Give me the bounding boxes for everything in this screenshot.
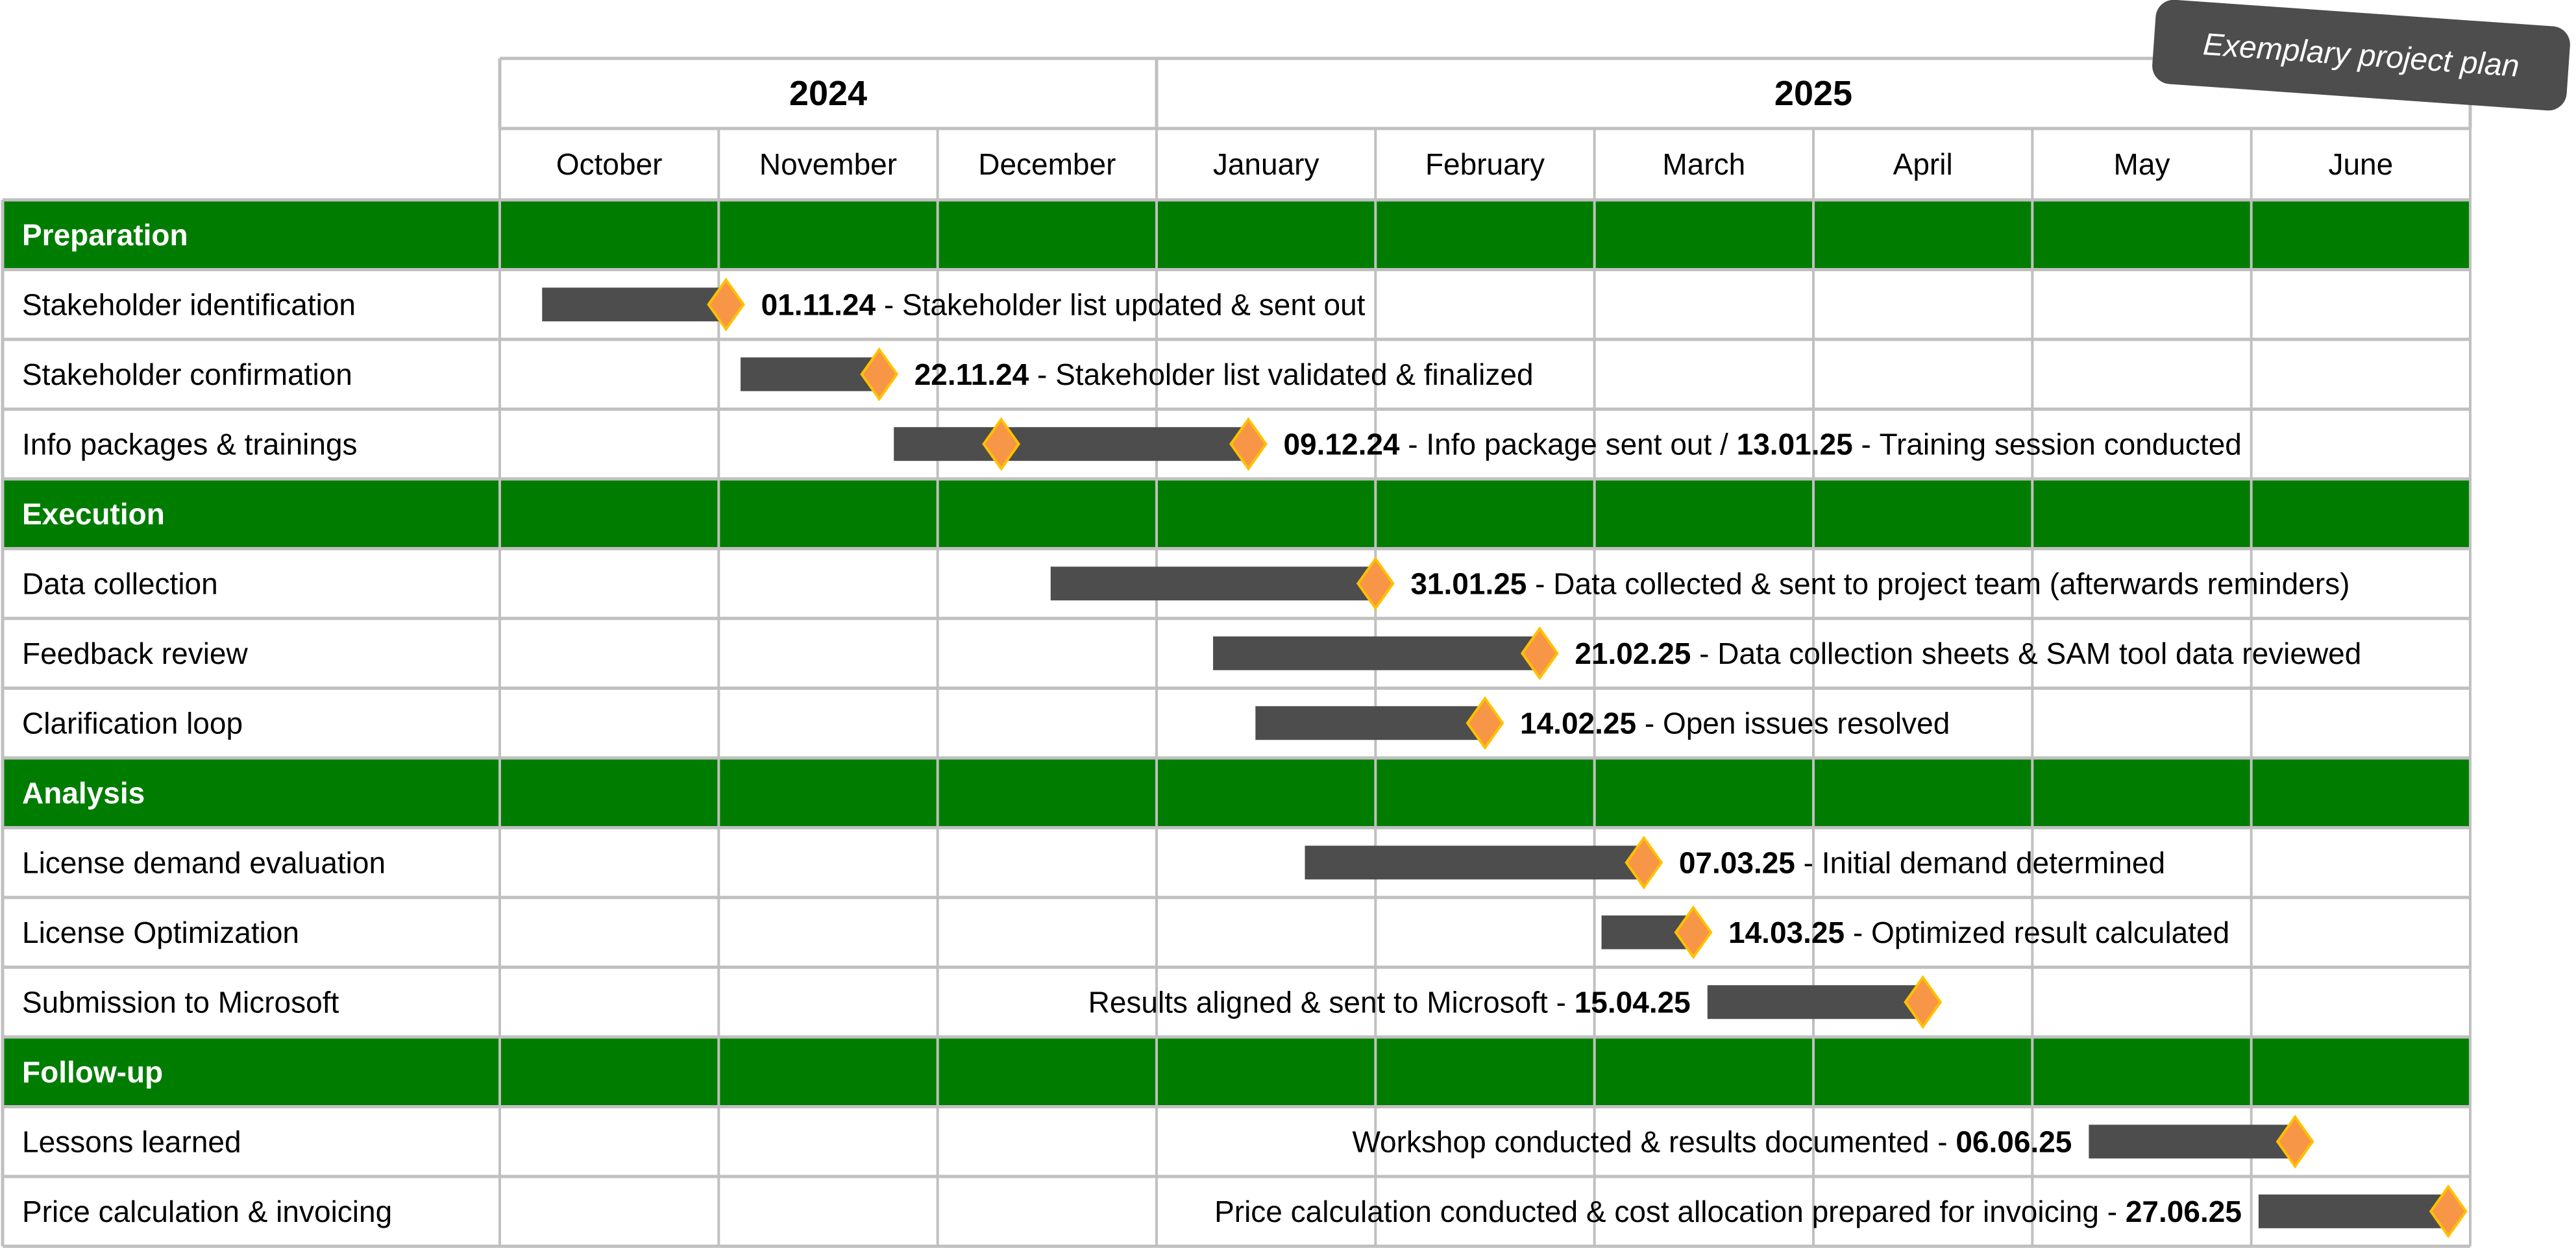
milestone-date: 22.11.24 (914, 358, 1029, 391)
task-label: Stakeholder confirmation (22, 358, 352, 391)
month-label: April (1893, 147, 1953, 181)
task-label: Lessons learned (22, 1125, 241, 1158)
month-label: March (1662, 147, 1745, 181)
task-bar (2089, 1125, 2296, 1159)
milestone-date: 21.02.25 (1575, 637, 1691, 670)
task-bar (894, 427, 1249, 461)
milestone-annotation: Price calculation conducted & cost alloc… (1214, 1195, 2242, 1228)
task-label: Price calculation & invoicing (22, 1195, 392, 1228)
milestone-diamond (1229, 417, 1268, 471)
task-label: Submission to Microsoft (22, 985, 339, 1019)
milestone-annotation: 07.03.25 - Initial demand determined (1679, 846, 2165, 879)
milestone-date: 01.11.24 (761, 287, 876, 321)
milestone-annotation: 14.02.25 - Open issues resolved (1520, 706, 1950, 740)
milestone-diamond (2429, 1184, 2468, 1239)
milestone-date: 13.01.25 (1737, 427, 1853, 461)
milestone-description: Results aligned & sent to Microsoft - (1088, 985, 1575, 1019)
milestone-date: 14.03.25 (1728, 916, 1845, 949)
milestone-date: 09.12.24 (1283, 427, 1399, 461)
year-label: 2024 (789, 74, 867, 113)
task-bar (2258, 1194, 2449, 1228)
phase-label: Execution (22, 497, 165, 531)
milestone-diamond (1466, 696, 1504, 750)
milestone-diamond (1904, 975, 1943, 1029)
milestone-annotation: 09.12.24 - Info package sent out / 13.01… (1283, 427, 2241, 461)
phase-label: Follow-up (22, 1055, 163, 1089)
task-bar (1305, 846, 1644, 880)
milestone-date: 27.06.25 (2126, 1195, 2242, 1228)
milestone-description: Price calculation conducted & cost alloc… (1214, 1195, 2126, 1228)
task-label: Info packages & trainings (22, 427, 358, 461)
milestone-diamond (1356, 556, 1395, 611)
phase-band (3, 758, 2470, 828)
task-label: Stakeholder identification (22, 287, 356, 321)
task-label: Data collection (22, 567, 218, 600)
milestone-diamond (707, 277, 746, 332)
milestone-description: - Stakeholder list updated & sent out (876, 287, 1366, 321)
task-label: Feedback review (22, 637, 248, 670)
task-label: License Optimization (22, 916, 299, 949)
month-label: May (2114, 147, 2170, 181)
milestone-description: - Info package sent out / (1400, 427, 1737, 461)
milestone-description: - Training session conducted (1853, 427, 2242, 461)
task-bar (542, 287, 726, 322)
month-label: December (978, 147, 1116, 181)
milestone-description: - Initial demand determined (1795, 846, 2165, 879)
milestone-description: Workshop conducted & results documented … (1352, 1125, 1956, 1158)
milestone-annotation: 21.02.25 - Data collection sheets & SAM … (1575, 637, 2361, 670)
task-bar (1213, 636, 1540, 670)
milestone-date: 06.06.25 (1956, 1125, 2072, 1158)
task-label: Clarification loop (22, 706, 243, 740)
month-label: February (1425, 147, 1545, 181)
chart-title: Exemplary project plan (2202, 27, 2521, 84)
milestone-description: - Optimized result calculated (1845, 916, 2229, 949)
milestone-annotation: Workshop conducted & results documented … (1352, 1125, 2072, 1158)
milestone-annotation: Results aligned & sent to Microsoft - 15… (1088, 985, 1691, 1019)
milestone-date: 31.01.25 (1410, 567, 1527, 600)
phase-band (3, 200, 2470, 270)
task-bar (741, 357, 879, 391)
phase-band (3, 1037, 2470, 1107)
milestone-diamond (1625, 835, 1663, 890)
milestone-date: 15.04.25 (1575, 985, 1691, 1019)
milestone-date: 07.03.25 (1679, 846, 1795, 879)
phase-label: Preparation (22, 218, 188, 252)
month-label: October (556, 147, 663, 181)
month-label: November (759, 147, 897, 181)
milestone-description: - Data collected & sent to project team … (1527, 567, 2349, 600)
milestone-diamond (1674, 905, 1713, 960)
phase-band (3, 479, 2470, 549)
task-bar (1050, 567, 1376, 601)
milestone-diamond (2275, 1114, 2314, 1169)
month-label: June (2328, 147, 2393, 181)
month-label: January (1213, 147, 1319, 181)
milestone-annotation: 01.11.24 - Stakeholder list updated & se… (761, 287, 1366, 321)
year-label: 2025 (1774, 74, 1852, 113)
milestone-annotation: 22.11.24 - Stakeholder list validated & … (914, 358, 1534, 391)
task-bar (1255, 706, 1485, 740)
milestone-annotation: 14.03.25 - Optimized result calculated (1728, 916, 2229, 949)
milestone-description: - Stakeholder list validated & finalized (1029, 358, 1533, 391)
milestone-date: 14.02.25 (1520, 706, 1636, 740)
task-label: License demand evaluation (22, 846, 386, 879)
phase-label: Analysis (22, 776, 145, 810)
milestone-description: - Open issues resolved (1636, 706, 1950, 740)
milestone-annotation: 31.01.25 - Data collected & sent to proj… (1410, 567, 2349, 600)
milestone-diamond (860, 347, 899, 402)
milestone-description: - Data collection sheets & SAM tool data… (1691, 637, 2361, 670)
milestone-diamond (1520, 626, 1559, 681)
task-bar (1707, 985, 1923, 1019)
milestone-diamond (982, 417, 1021, 471)
